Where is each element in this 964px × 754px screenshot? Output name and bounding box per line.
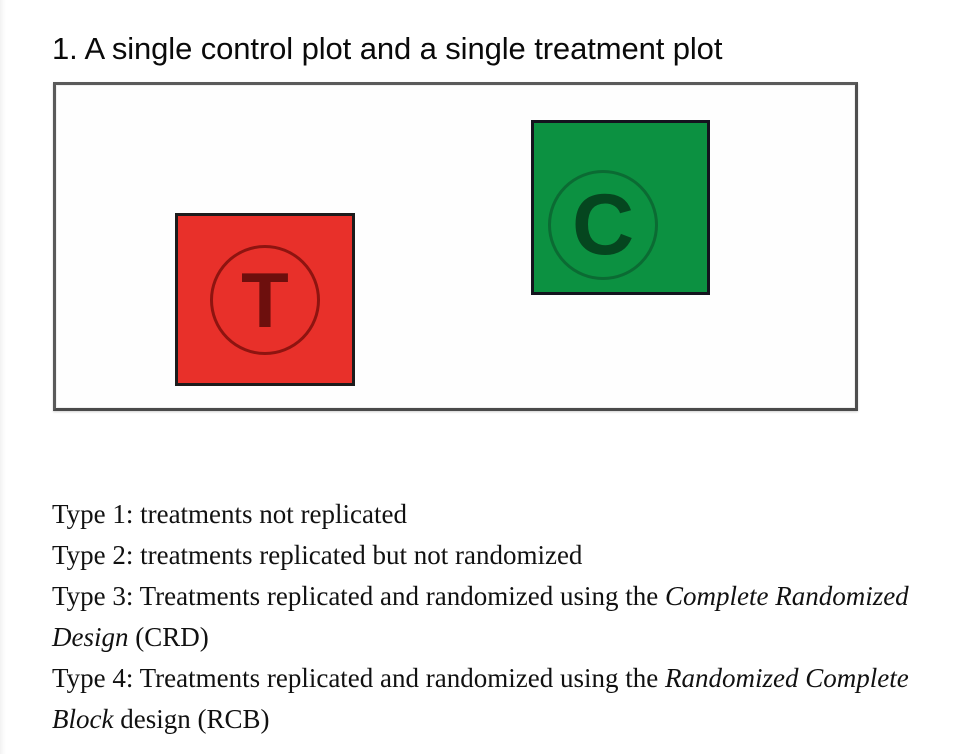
page-title: 1. A single control plot and a single tr… (52, 31, 723, 66)
plain-text: design (RCB) (113, 704, 270, 734)
plain-text: (CRD) (128, 622, 209, 652)
plain-text: Type 4: Treatments replicated and random… (52, 663, 665, 693)
figure-panel: T C (53, 82, 858, 411)
treatment-plot-letter: T (210, 244, 320, 355)
plain-text: Type 2: treatments replicated but not ra… (52, 540, 583, 570)
description-block: Type 1: treatments not replicated Type 2… (52, 494, 932, 740)
description-line: Type 2: treatments replicated but not ra… (52, 535, 932, 576)
control-plot-letter: C (548, 170, 658, 280)
left-edge-strip (0, 0, 6, 754)
plain-text: Type 1: treatments not replicated (52, 499, 407, 529)
description-line: Type 1: treatments not replicated (52, 494, 932, 535)
emphasis-text: Complete Randomized Design (52, 581, 909, 652)
emphasis-text: Randomized Complete Block (52, 663, 909, 734)
plain-text: Type 3: Treatments replicated and random… (52, 581, 665, 611)
description-line: Type 3: Treatments replicated and random… (52, 576, 932, 658)
description-line: Type 4: Treatments replicated and random… (52, 658, 932, 740)
treatment-plot: T (175, 213, 355, 386)
control-plot: C (531, 120, 710, 295)
